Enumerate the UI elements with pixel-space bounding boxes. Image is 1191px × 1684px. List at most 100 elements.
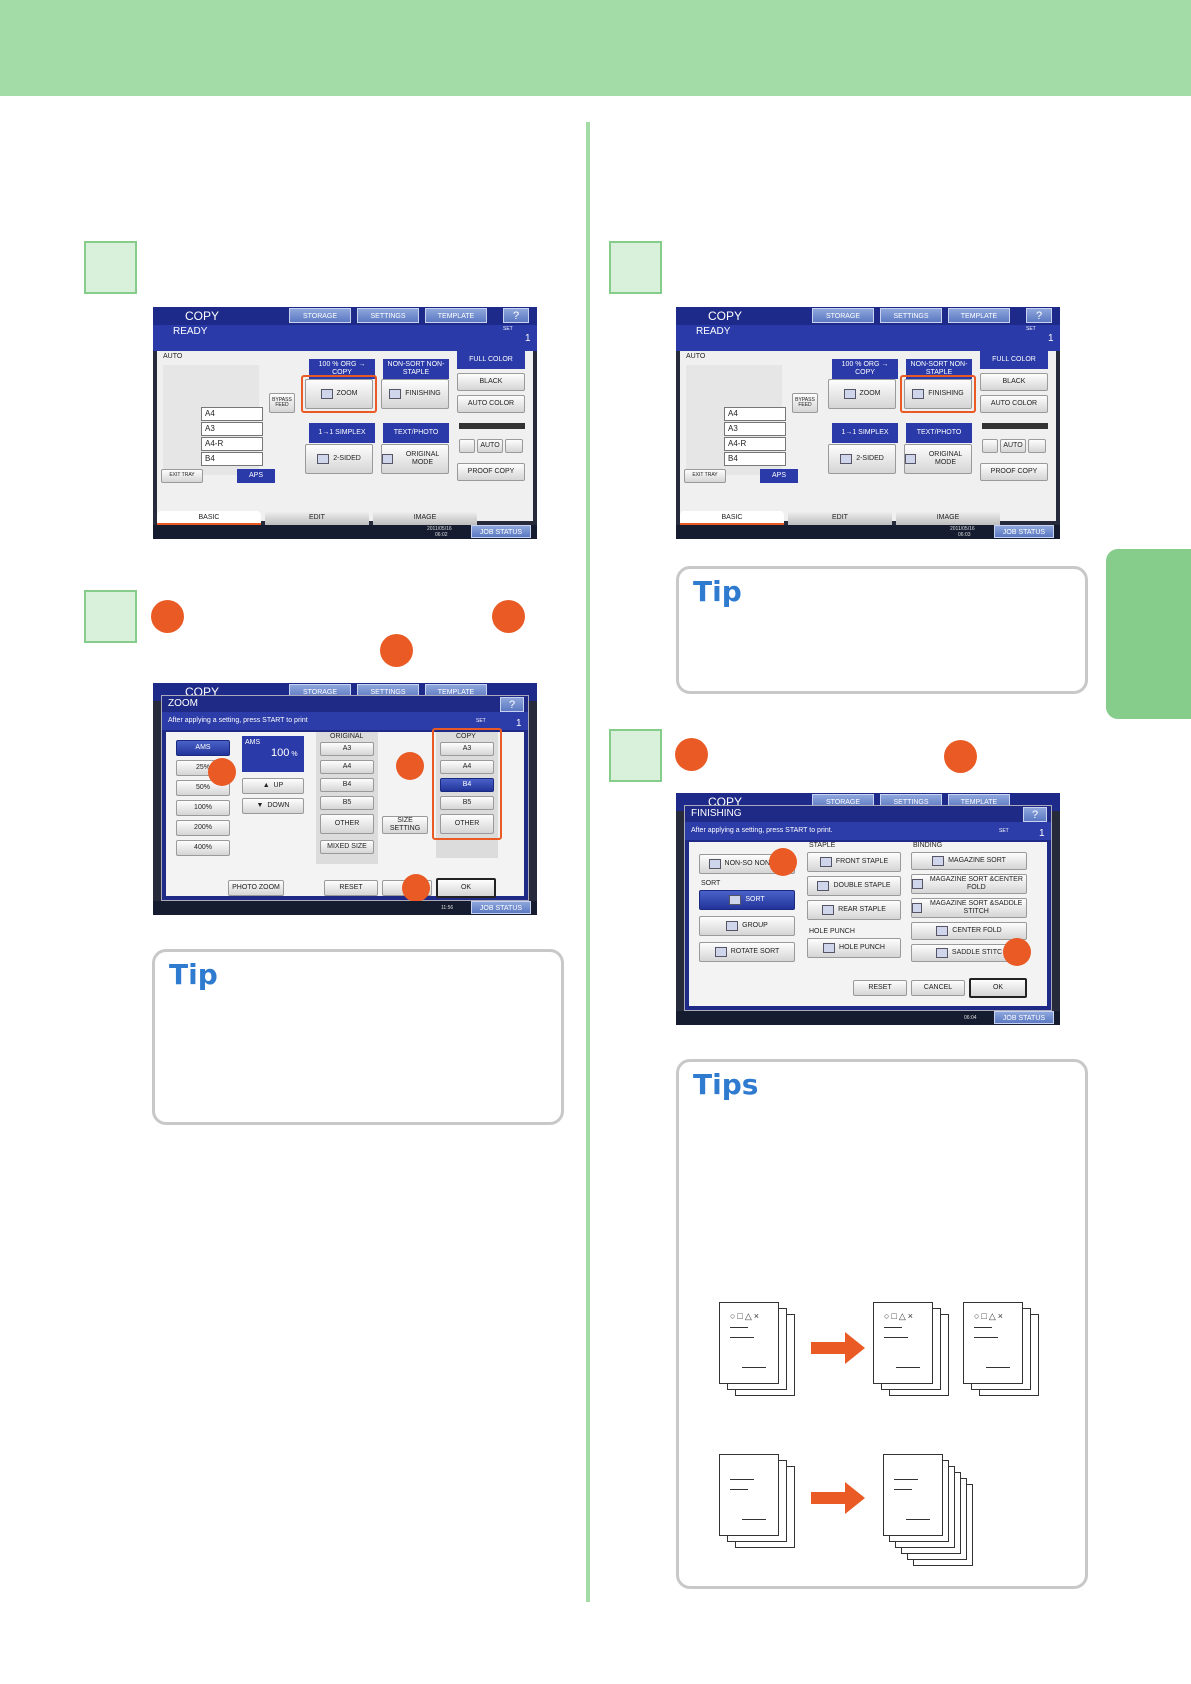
reset-button[interactable]: RESET [324,880,378,896]
storage-button[interactable]: STORAGE [289,308,351,323]
original-a3-button[interactable]: A3 [320,742,374,756]
tab-edit[interactable]: EDIT [265,511,369,525]
tab-edit[interactable]: EDIT [788,511,892,525]
copy-other-button[interactable]: OTHER [440,814,494,834]
copy-a3-button[interactable]: A3 [440,742,494,756]
tray-3[interactable]: A4-R [724,437,786,451]
sorted-set-2: ○□△× [963,1302,1023,1384]
tab-basic[interactable]: BASIC [680,511,784,525]
density-slider[interactable] [459,423,525,429]
tray-4[interactable]: B4 [724,452,786,466]
tray-2[interactable]: A3 [201,422,263,436]
hole-punch-button[interactable]: HOLE PUNCH [807,938,901,958]
hole-punch-header: HOLE PUNCH [809,928,855,935]
tray-1[interactable]: A4 [724,407,786,421]
sort-button[interactable]: SORT [699,890,795,910]
copy-a4-button[interactable]: A4 [440,760,494,774]
zoom-button[interactable]: ZOOM [305,379,373,409]
template-button[interactable]: TEMPLATE [425,308,487,323]
bypass-feed-button[interactable]: BYPASS FEED [792,393,818,413]
mixed-size-button[interactable]: MIXED SIZE [320,840,374,854]
black-button[interactable]: BLACK [980,373,1048,391]
original-b5-button[interactable]: B5 [320,796,374,810]
center-fold-button[interactable]: CENTER FOLD [911,922,1027,940]
finishing-button[interactable]: FINISHING [381,379,449,409]
storage-button[interactable]: STORAGE [812,308,874,323]
auto-density-button[interactable]: AUTO [477,439,503,453]
ok-button[interactable]: OK [436,878,496,898]
full-color-button[interactable]: FULL COLOR [457,351,525,369]
original-other-button[interactable]: OTHER [320,814,374,834]
original-mode-button[interactable]: ORIGINAL MODE [381,444,449,474]
job-status-button[interactable]: JOB STATUS [471,525,531,538]
magazine-saddle-stitch-button[interactable]: MAGAZINE SORT &SADDLE STITCH [911,898,1027,918]
settings-button[interactable]: SETTINGS [357,308,419,323]
two-sided-button[interactable]: 2-SIDED [828,444,896,474]
tray-2[interactable]: A3 [724,422,786,436]
lighter-button[interactable] [459,439,475,453]
text-photo-label: TEXT/PHOTO [906,423,972,443]
darker-button[interactable] [1028,439,1046,453]
group-button[interactable]: GROUP [699,916,795,936]
tray-4[interactable]: B4 [201,452,263,466]
magazine-sort-button[interactable]: MAGAZINE SORT [911,852,1027,870]
job-status-button[interactable]: JOB STATUS [471,901,531,914]
bypass-feed-button[interactable]: BYPASS FEED [269,393,295,413]
template-button[interactable]: TEMPLATE [948,308,1010,323]
screen-title: COPY [708,309,743,323]
preset-400-button[interactable]: 400% [176,840,230,856]
darker-button[interactable] [505,439,523,453]
preset-ams-button[interactable]: AMS [176,740,230,756]
rotate-sort-button[interactable]: ROTATE SORT [699,942,795,962]
auto-color-button[interactable]: AUTO COLOR [980,395,1048,413]
cancel-button[interactable]: CANCEL [911,980,965,996]
exit-tray-button[interactable]: EXIT TRAY [161,469,203,483]
copy-b4-button[interactable]: B4 [440,778,494,792]
preset-100-button[interactable]: 100% [176,800,230,816]
proof-copy-button[interactable]: PROOF COPY [980,463,1048,481]
help-button[interactable]: ? [503,308,529,323]
black-button[interactable]: BLACK [457,373,525,391]
double-staple-button[interactable]: DOUBLE STAPLE [807,876,901,896]
magazine-center-fold-button[interactable]: MAGAZINE SORT &CENTER FOLD [911,874,1027,894]
job-status-button[interactable]: JOB STATUS [994,525,1054,538]
settings-button[interactable]: SETTINGS [880,308,942,323]
photo-zoom-button[interactable]: PHOTO ZOOM [228,880,284,896]
density-slider[interactable] [982,423,1048,429]
ratio-label: 100 % ORG → COPY [832,359,898,379]
front-staple-button[interactable]: FRONT STAPLE [807,852,901,872]
full-color-button[interactable]: FULL COLOR [980,351,1048,369]
zoom-up-button[interactable]: ▲ UP [242,778,304,794]
finishing-button[interactable]: FINISHING [904,379,972,409]
original-b4-button[interactable]: B4 [320,778,374,792]
two-sided-button[interactable]: 2-SIDED [305,444,373,474]
tab-image[interactable]: IMAGE [373,511,477,525]
tray-3[interactable]: A4-R [201,437,263,451]
auto-color-button[interactable]: AUTO COLOR [457,395,525,413]
zoom-down-button[interactable]: ▼ DOWN [242,798,304,814]
size-setting-button[interactable]: SIZE SETTING [382,816,428,834]
reset-button[interactable]: RESET [853,980,907,996]
preset-200-button[interactable]: 200% [176,820,230,836]
help-button[interactable]: ? [500,697,524,712]
lighter-button[interactable] [982,439,998,453]
help-button[interactable]: ? [1023,807,1047,822]
zoom-button[interactable]: ZOOM [828,379,896,409]
original-a4-button[interactable]: A4 [320,760,374,774]
tab-image[interactable]: IMAGE [896,511,1000,525]
exit-tray-button[interactable]: EXIT TRAY [684,469,726,483]
original-mode-button[interactable]: ORIGINAL MODE [904,444,972,474]
tab-basic[interactable]: BASIC [157,511,261,525]
copy-b5-button[interactable]: B5 [440,796,494,810]
group-icon [726,921,739,931]
callout-dot-fin-a [769,848,797,876]
saddle-stitch-button[interactable]: SADDLE STITC [911,944,1027,962]
ok-button[interactable]: OK [969,978,1027,998]
help-button[interactable]: ? [1026,308,1052,323]
auto-density-button[interactable]: AUTO [1000,439,1026,453]
rear-staple-button[interactable]: REAR STAPLE [807,900,901,920]
tray-1[interactable]: A4 [201,407,263,421]
binding-header: BINDING [913,842,943,849]
proof-copy-button[interactable]: PROOF COPY [457,463,525,481]
job-status-button[interactable]: JOB STATUS [994,1011,1054,1024]
